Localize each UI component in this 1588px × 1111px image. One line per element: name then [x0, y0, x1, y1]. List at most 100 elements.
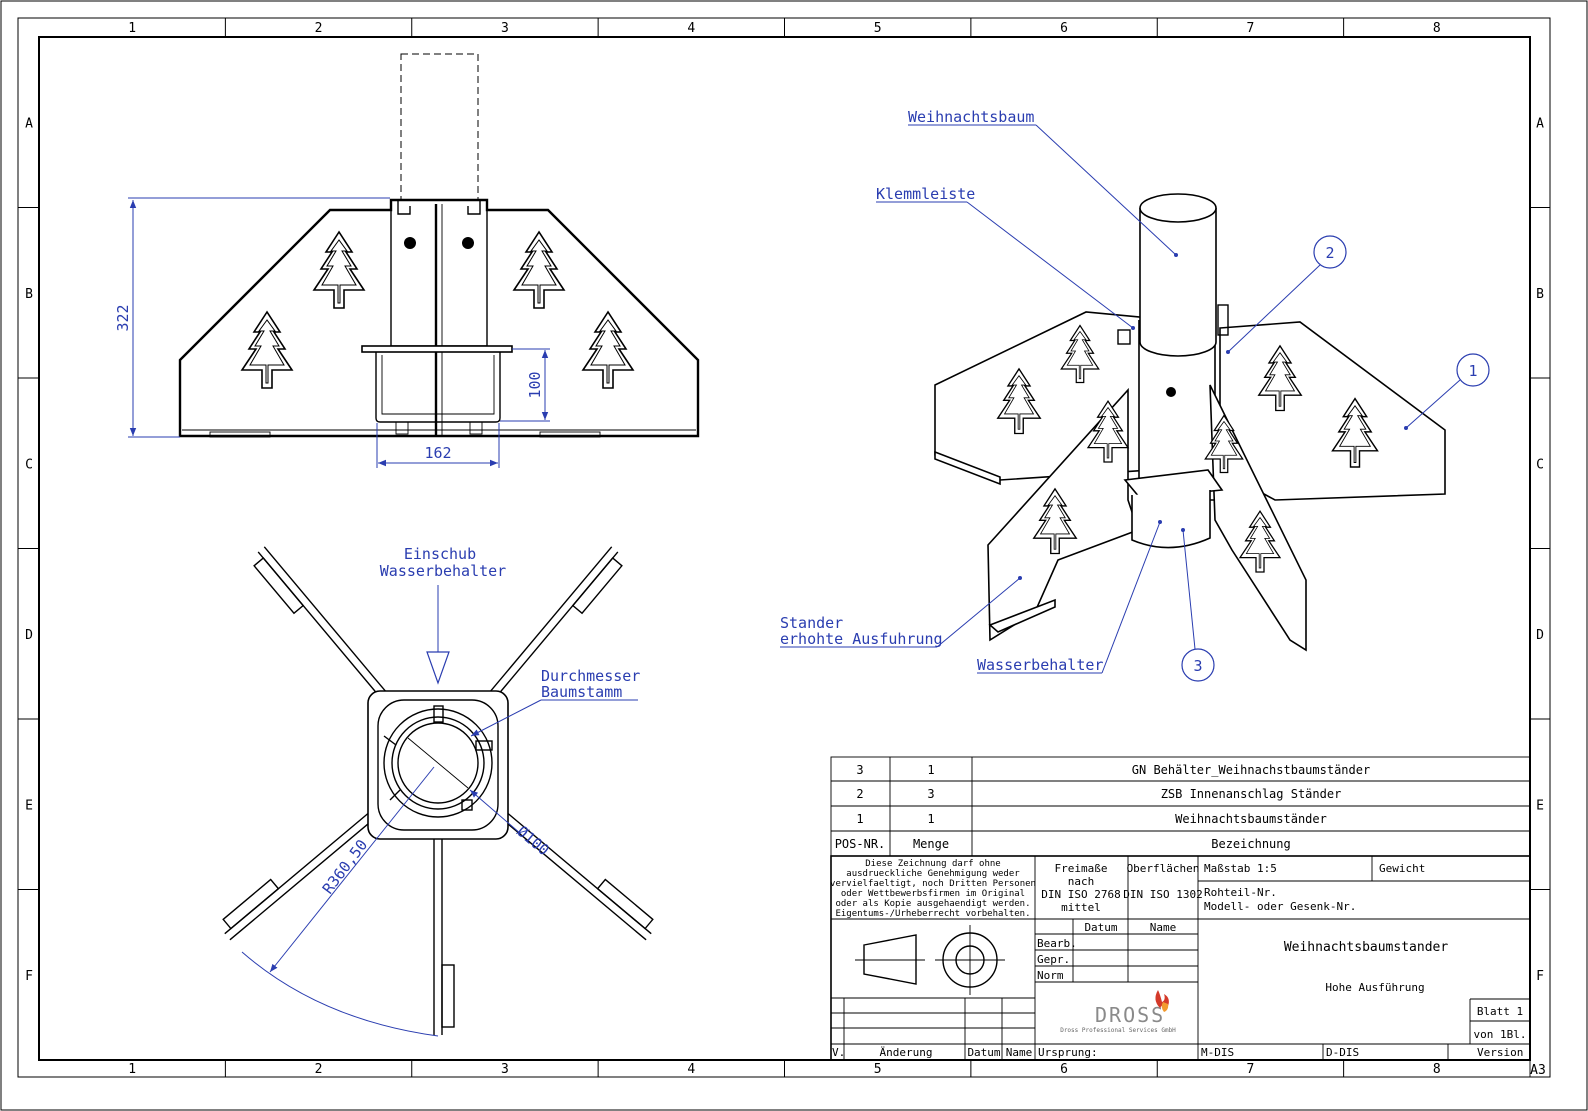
parts-header-qty: Menge	[913, 837, 949, 851]
zone-col-label-bottom: 6	[1060, 1062, 1068, 1077]
parts-row-1-qty: 1	[927, 812, 934, 826]
footer-v: V.	[832, 1046, 845, 1059]
zone-col-label-top: 5	[874, 21, 882, 36]
sheet-format: A3	[1530, 1063, 1546, 1078]
notice-line-4: oder Wettbewerbsfirmen im Original	[841, 889, 1025, 899]
parts-row-3-qty: 1	[927, 763, 934, 777]
label-stand-line1: Stander	[780, 614, 843, 632]
raw-part-no: Rohteil-Nr.	[1204, 886, 1277, 899]
label-insert-line2: Wasserbehalter	[380, 562, 506, 580]
weight: Gewicht	[1379, 862, 1425, 875]
title-block: Diese Zeichnung darf ohne ausdrueckliche…	[830, 855, 1531, 1061]
zone-col-label-bottom: 2	[315, 1062, 323, 1077]
zone-col-label-top: 4	[687, 21, 695, 36]
zone-row-label-right: A	[1536, 116, 1544, 131]
tolerance-line-4: mittel	[1061, 901, 1101, 914]
surfaces-standard: DIN ISO 1302	[1123, 888, 1202, 901]
col-name: Name	[1150, 921, 1177, 934]
iso-view: Weihnachtsbaum Klemmleiste Stander erhoh…	[780, 108, 1490, 682]
dim-container-height: 100	[526, 371, 544, 398]
zone-col-label-bottom: 1	[128, 1062, 136, 1077]
top-view: Einschub Wasserbehalter Durchmesser Baum…	[222, 545, 654, 1037]
footer-origin: Ursprung:	[1038, 1046, 1098, 1059]
label-insert-line1: Einschub	[404, 545, 476, 563]
svg-text:DROSS: DROSS	[1095, 1003, 1165, 1027]
notice-line-3: vervielfaeltigt, noch Dritten Personen	[830, 879, 1036, 889]
tolerance-line-2: nach	[1068, 875, 1095, 888]
zone-col-label-bottom: 5	[874, 1062, 882, 1077]
zone-row-label-right: F	[1536, 969, 1544, 984]
zone-col-label-top: 8	[1433, 21, 1441, 36]
notice-line-6: Eigentums-/Urheberrecht vorbehalten.	[835, 909, 1030, 919]
zone-row-label-right: D	[1536, 628, 1544, 643]
parts-header-name: Bezeichnung	[1211, 837, 1290, 851]
zone-col-label-bottom: 4	[687, 1062, 695, 1077]
tolerance-line-1: Freimaße	[1055, 862, 1108, 875]
parts-row-2-name: ZSB Innenanschlag Ständer	[1161, 787, 1342, 801]
zone-col-label-top: 1	[128, 21, 136, 36]
parts-row-3-pos: 3	[856, 763, 863, 777]
balloon-1: 1	[1404, 353, 1490, 430]
svg-text:2: 2	[1325, 244, 1334, 262]
sheet-number: Blatt 1	[1477, 1005, 1523, 1018]
label-tree: Weihnachtsbaum	[908, 108, 1034, 126]
parts-row-2-pos: 2	[856, 787, 863, 801]
zone-col-label-bottom: 7	[1247, 1062, 1255, 1077]
zone-col-label-top: 2	[315, 21, 323, 36]
row-norm: Norm	[1037, 969, 1064, 982]
dim-diameter: Ø100	[513, 822, 552, 859]
company-logo: DROSS Dross Professional Services GmbH	[1060, 990, 1176, 1034]
parts-list: 3 1 GN Behälter_Weihnachstbaumständer 2 …	[830, 756, 1531, 857]
zone-col-label-bottom: 3	[501, 1062, 509, 1077]
zone-row-label-left: E	[25, 798, 33, 813]
dim-container-width: 162	[424, 444, 451, 462]
notice-line-5: oder als Kopie ausgehaendigt werden.	[835, 899, 1030, 909]
label-stand-line2: erhohte Ausfuhrung	[780, 630, 943, 648]
row-gepr: Gepr.	[1037, 953, 1070, 966]
projection-symbol	[855, 925, 1005, 995]
zone-row-label-left: F	[25, 969, 33, 984]
zone-row-label-left: D	[25, 628, 33, 643]
drawing-title: Weihnachtsbaumstander	[1284, 940, 1449, 955]
svg-text:1: 1	[1468, 362, 1477, 380]
parts-row-3-name: GN Behälter_Weihnachstbaumständer	[1132, 763, 1370, 777]
label-water: Wasserbehalter	[977, 656, 1103, 674]
footer-version: Version	[1477, 1046, 1523, 1059]
zone-col-label-top: 3	[501, 21, 509, 36]
parts-header-pos: POS-NR.	[835, 837, 886, 851]
zone-row-label-left: B	[25, 287, 33, 302]
footer-change: Änderung	[880, 1046, 933, 1059]
parts-row-1-pos: 1	[856, 812, 863, 826]
notice-line-1: Diese Zeichnung darf ohne	[865, 859, 1000, 869]
zone-row-label-right: B	[1536, 287, 1544, 302]
svg-text:3: 3	[1193, 657, 1202, 675]
zone-row-label-right: C	[1536, 457, 1544, 472]
parts-row-2-qty: 3	[927, 787, 934, 801]
label-clamp: Klemmleiste	[876, 185, 975, 203]
label-diameter-line1: Durchmesser	[541, 667, 640, 685]
footer-m-dis: M-DIS	[1201, 1046, 1234, 1059]
footer-date: Datum	[967, 1046, 1000, 1059]
drawing-subtitle: Hohe Ausführung	[1325, 981, 1424, 994]
tolerance-line-3: DIN ISO 2768	[1041, 888, 1120, 901]
footer-name: Name	[1006, 1046, 1033, 1059]
zone-col-label-top: 7	[1247, 21, 1255, 36]
zone-row-label-left: C	[25, 457, 33, 472]
balloon-3: 3	[1181, 528, 1215, 682]
notice-line-2: ausdrueckliche Genehmigung weder	[846, 869, 1020, 879]
zone-col-label-bottom: 8	[1433, 1062, 1441, 1077]
zone-row-label-left: A	[25, 116, 33, 131]
col-date: Datum	[1084, 921, 1117, 934]
model-no: Modell- oder Gesenk-Nr.	[1204, 900, 1356, 913]
balloon-2: 2	[1226, 235, 1347, 354]
footer-d-dis: D-DIS	[1326, 1046, 1359, 1059]
surfaces-title: Oberflächen	[1127, 862, 1200, 875]
scale: Maßstab 1:5	[1204, 862, 1277, 875]
zone-col-label-top: 6	[1060, 21, 1068, 36]
dim-radius: R360,50	[319, 836, 371, 897]
label-diameter-line2: Baumstamm	[541, 683, 622, 701]
sheet-of: von 1Bl.	[1474, 1028, 1527, 1041]
svg-text:Dross Professional Services Gm: Dross Professional Services GmbH	[1060, 1027, 1176, 1034]
